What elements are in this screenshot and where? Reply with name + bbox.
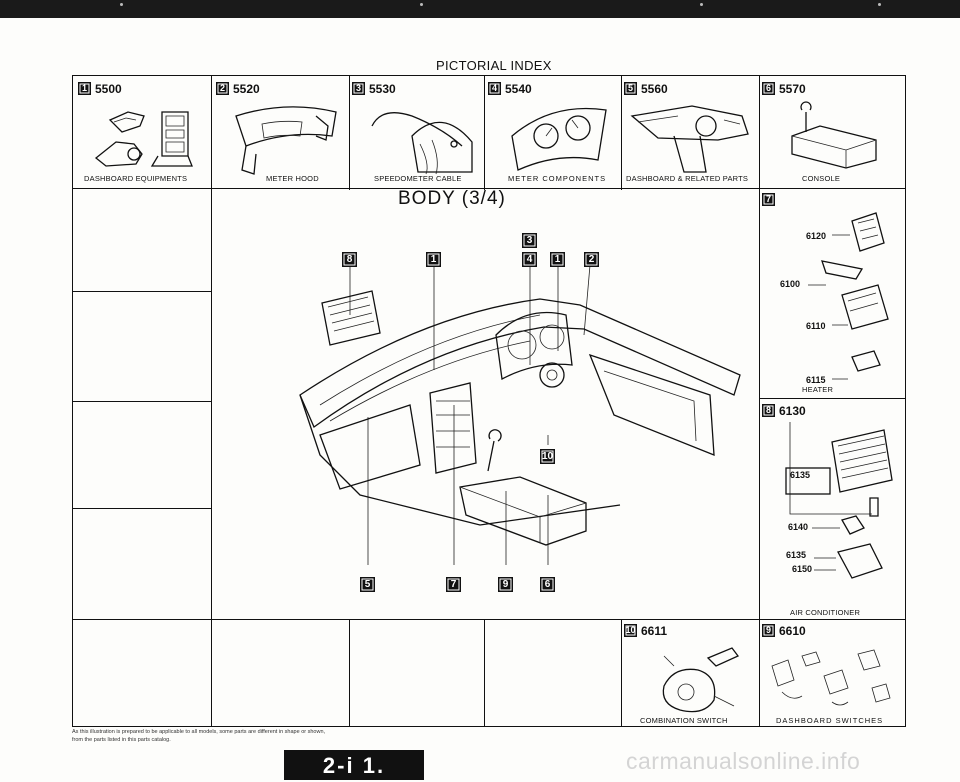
index-cell-5500[interactable]: 1 5500 DASHBOARD EQUIPMENTS — [78, 80, 212, 186]
item-caption: DASHBOARD EQUIPMENTS — [84, 174, 188, 183]
dashboard-switches-sketch — [771, 649, 891, 706]
item-badge: 1 — [78, 82, 91, 96]
item-caption: DASHBOARD & RELATED PARTS — [626, 174, 749, 183]
index-cell-5530[interactable]: 3 5530 SPEEDOMETER CABLE — [352, 80, 486, 186]
part-number: 6115 — [806, 375, 826, 385]
item-caption: METER COMPONENTS — [508, 174, 607, 183]
callout-9: 9 — [498, 576, 513, 594]
part-code: 5540 — [505, 81, 532, 96]
item-caption: SPEEDOMETER CABLE — [374, 174, 462, 183]
part-code: 5570 — [779, 81, 806, 96]
page-number: 2-i 1. — [284, 750, 424, 780]
heater-cell[interactable]: 7 6120 6100 6110 6115 HEATER — [762, 191, 904, 397]
footnote: As this illustration is prepared to be a… — [72, 729, 326, 743]
callout-1: 1 — [426, 251, 441, 269]
air-conditioner-cell[interactable]: 8 6130 6135 6140 6135 6150 AIR CONDITIONE… — [762, 402, 904, 617]
item-badge: 9 — [762, 624, 775, 638]
body-title: BODY (3/4) — [398, 188, 506, 209]
callout-1b: 1 — [550, 251, 565, 269]
callout-6: 6 — [540, 576, 555, 594]
part-number: 6135 — [786, 550, 807, 560]
item-badge: 3 — [352, 82, 365, 96]
combination-switch-cell[interactable]: 10 6611 COMBINATION SWITCH — [624, 622, 758, 725]
item-badge: 2 — [216, 82, 229, 96]
part-code: 6130 — [779, 403, 806, 418]
part-number: 6110 — [806, 321, 826, 331]
part-code: 5500 — [95, 81, 122, 96]
index-cell-5570[interactable]: 6 5570 CONSOLE — [762, 80, 904, 186]
scan-top-band — [0, 0, 960, 18]
index-cell-5520[interactable]: 2 5520 METER HOOD — [216, 80, 350, 186]
part-code: 6611 — [641, 623, 668, 638]
callout-4: 4 — [522, 251, 537, 269]
callout-3: 3 — [522, 232, 537, 250]
callout-8: 8 — [342, 251, 357, 269]
part-code: 5560 — [641, 81, 668, 96]
watermark: carmanualsonline.info — [626, 748, 861, 774]
heater-parts-sketch — [808, 212, 889, 380]
item-badge: 5 — [624, 82, 637, 96]
dashboard-exploded-illustration — [299, 264, 741, 565]
callout-5: 5 — [360, 576, 375, 594]
dashboard-switches-cell[interactable]: 9 6610 DASHBOARD SWITCHES — [762, 622, 904, 725]
part-number: 6100 — [780, 279, 801, 289]
meter-hood-sketch — [235, 106, 337, 175]
item-badge: 7 — [762, 193, 775, 207]
part-number: 6120 — [806, 231, 827, 241]
air-conditioner-parts-sketch — [785, 422, 893, 579]
index-cell-5560[interactable]: 5 5560 DASHBOARD & RELATED PARTS — [624, 80, 758, 186]
item-badge: 10 — [624, 624, 637, 638]
part-code: 5530 — [369, 81, 396, 96]
index-cell-5540[interactable]: 4 5540 METER COMPONENTS — [488, 80, 622, 186]
page-title: PICTORIAL INDEX — [436, 58, 552, 73]
item-badge: 4 — [488, 82, 501, 96]
part-number: 6150 — [792, 564, 813, 574]
combination-switch-sketch — [662, 647, 740, 713]
part-number: 6135 — [790, 470, 811, 480]
dashboard-equipments-sketch — [94, 111, 193, 167]
part-code: 5520 — [233, 81, 260, 96]
item-caption: COMBINATION SWITCH — [640, 716, 728, 725]
speedometer-cable-sketch — [371, 112, 473, 175]
callout-10: 10 — [540, 449, 555, 465]
part-code: 6610 — [779, 623, 806, 638]
item-badge: 6 — [762, 82, 775, 96]
part-number: 6140 — [788, 522, 809, 532]
item-caption: METER HOOD — [266, 174, 319, 183]
item-caption: HEATER — [802, 385, 834, 394]
item-caption: AIR CONDITIONER — [790, 608, 861, 617]
meter-components-sketch — [511, 107, 607, 171]
dashboard-related-parts-sketch — [630, 105, 749, 173]
console-sketch — [791, 101, 877, 169]
callout-7: 7 — [446, 576, 461, 594]
item-caption: CONSOLE — [802, 174, 841, 183]
item-badge: 8 — [762, 404, 775, 418]
item-caption: DASHBOARD SWITCHES — [776, 716, 884, 725]
callout-2: 2 — [584, 251, 599, 269]
pictorial-index-grid — [72, 75, 906, 727]
